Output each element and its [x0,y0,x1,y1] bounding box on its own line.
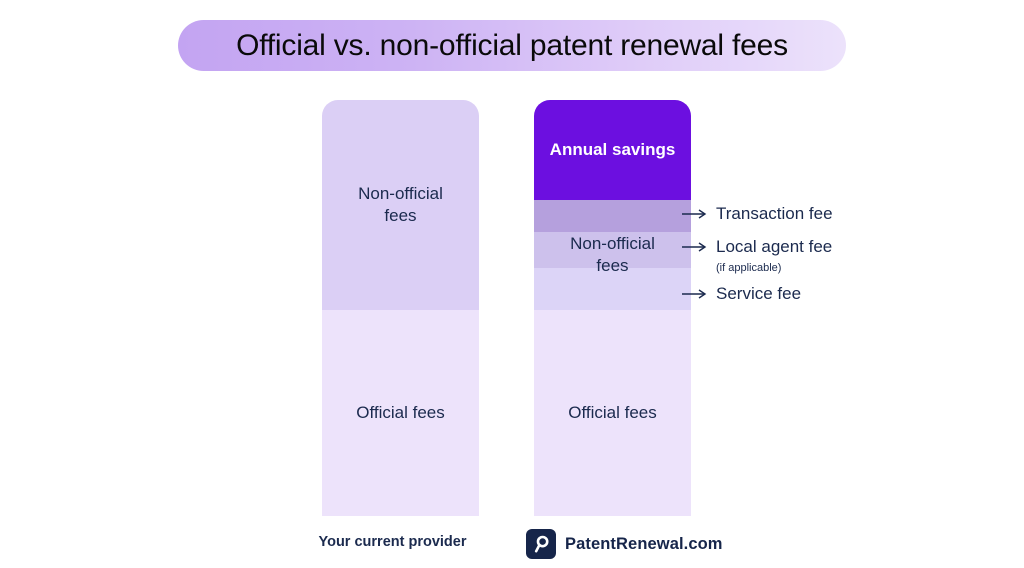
callout-local-agent-fee: Local agent fee [682,237,832,257]
caption-current-provider: Your current provider [318,534,467,550]
segment-service-fee-band [534,268,691,310]
segment-nonofficial-fees-left: Non-official fees [322,100,479,310]
segment-local-agent-fee-band [534,232,691,268]
callout-sublabel-if-applicable: (if applicable) [716,262,782,274]
callout-label-transaction-fee: Transaction fee [716,204,833,223]
segment-label-annual-savings: Annual savings [549,140,676,159]
arrow-right-icon [682,209,707,219]
magnifier-p-icon [526,529,556,559]
segment-label-group: Non-official fees [358,183,443,227]
caption-patentrenewal: PatentRenewal.com [526,529,723,559]
logo-wordmark: PatentRenewal.com [565,534,723,553]
segment-label-official-left: Official fees [356,403,445,422]
bar-patentrenewal: Annual savings Official fees [534,100,691,516]
callout-transaction-fee: Transaction fee [682,204,833,224]
segment-transaction-fee-band [534,200,691,232]
bar-current-provider: Non-official fees Official fees [322,100,479,516]
segment-label-line1: Non-official [358,184,443,203]
segment-official-fees-left: Official fees [322,310,479,516]
magnifier-p-glyph [534,535,549,553]
callout-service-fee: Service fee [682,284,801,304]
segment-label-line2: fees [384,206,417,225]
page-title-pill: Official vs. non-official patent renewal… [178,20,846,71]
segment-label-official-right: Official fees [568,403,657,422]
page-title: Official vs. non-official patent renewal… [236,28,788,62]
arrow-right-icon [682,242,707,252]
arrow-right-icon [682,289,707,299]
callout-label-local-agent-fee: Local agent fee [716,237,833,256]
callout-label-service-fee: Service fee [716,284,802,303]
segment-official-fees-right: Official fees [534,310,691,516]
segment-annual-savings: Annual savings [534,100,691,200]
